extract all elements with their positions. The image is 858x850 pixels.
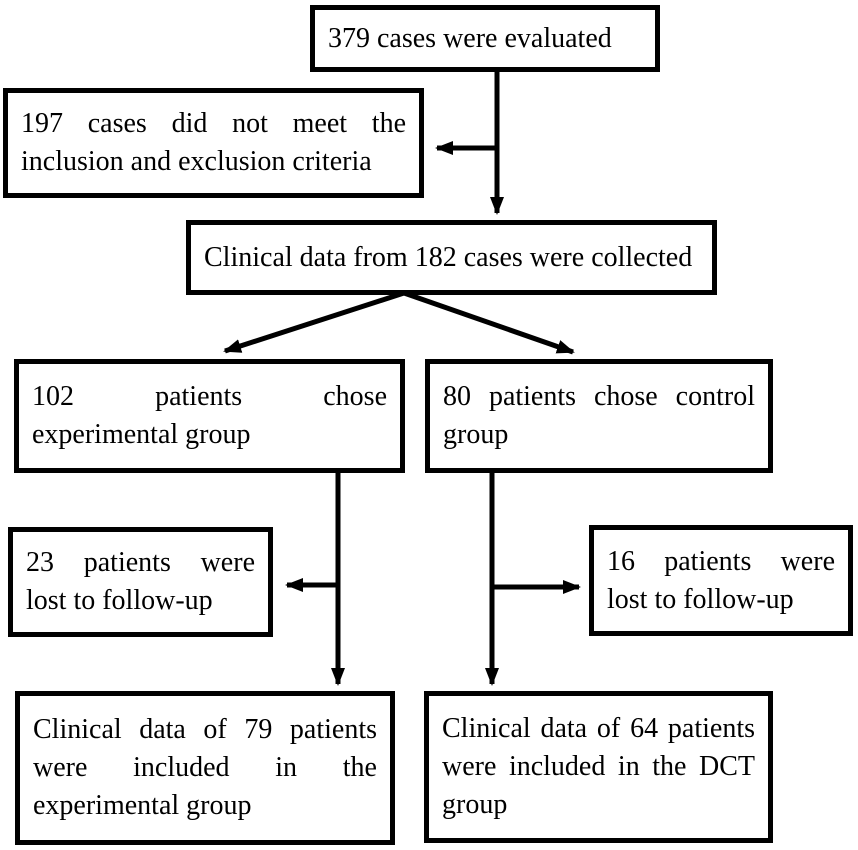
box-text-line: were included in the DCT <box>442 751 755 782</box>
box-text-line: 23 patients were <box>26 547 255 578</box>
box-text-line: group <box>442 789 508 820</box>
box-text-line: experimental group <box>32 419 251 450</box>
flow-box-excluded: 197 cases did not meet the inclusion and… <box>3 88 424 198</box>
box-text-line: Clinical data of 79 patients <box>33 714 377 745</box>
arrow-collected-to-experimental <box>223 290 405 354</box>
flow-box-collected: Clinical data from 182 cases were collec… <box>186 220 717 295</box>
flow-box-evaluated: 379 cases were evaluated <box>310 5 660 72</box>
flow-box-lost-control: 16 patients were lost to follow-up <box>589 525 853 636</box>
box-text-line: lost to follow-up <box>607 583 794 615</box>
box-text-line: Clinical data of 64 patients <box>442 713 755 744</box>
box-text-line: group <box>443 419 509 450</box>
flow-box-included-experimental: Clinical data of 79 patients were includ… <box>15 691 395 845</box>
arrow-collected-to-control <box>403 290 575 355</box>
box-text-line: 102 patients chose <box>32 381 387 412</box>
flow-box-control-group: 80 patients chose control group <box>425 359 773 473</box>
flow-box-lost-experimental: 23 patients were lost to follow-up <box>8 527 273 637</box>
box-text-line: 16 patients were <box>607 545 835 577</box>
flow-box-experimental-group: 102 patients chose experimental group <box>14 359 405 473</box>
box-text-line: experimental group <box>33 790 252 821</box>
box-text-line: 197 cases did not meet the <box>21 108 406 139</box>
box-text-line: Clinical data from 182 cases were collec… <box>204 241 693 273</box>
flow-box-included-control: Clinical data of 64 patients were includ… <box>424 691 773 843</box>
box-text-line: were included in the <box>33 752 377 783</box>
box-text-line: lost to follow-up <box>26 585 213 616</box>
box-text-line: 80 patients chose control <box>443 381 755 412</box>
box-text-line: 379 cases were evaluated <box>328 22 612 54</box>
box-text-line: inclusion and exclusion criteria <box>21 146 372 177</box>
